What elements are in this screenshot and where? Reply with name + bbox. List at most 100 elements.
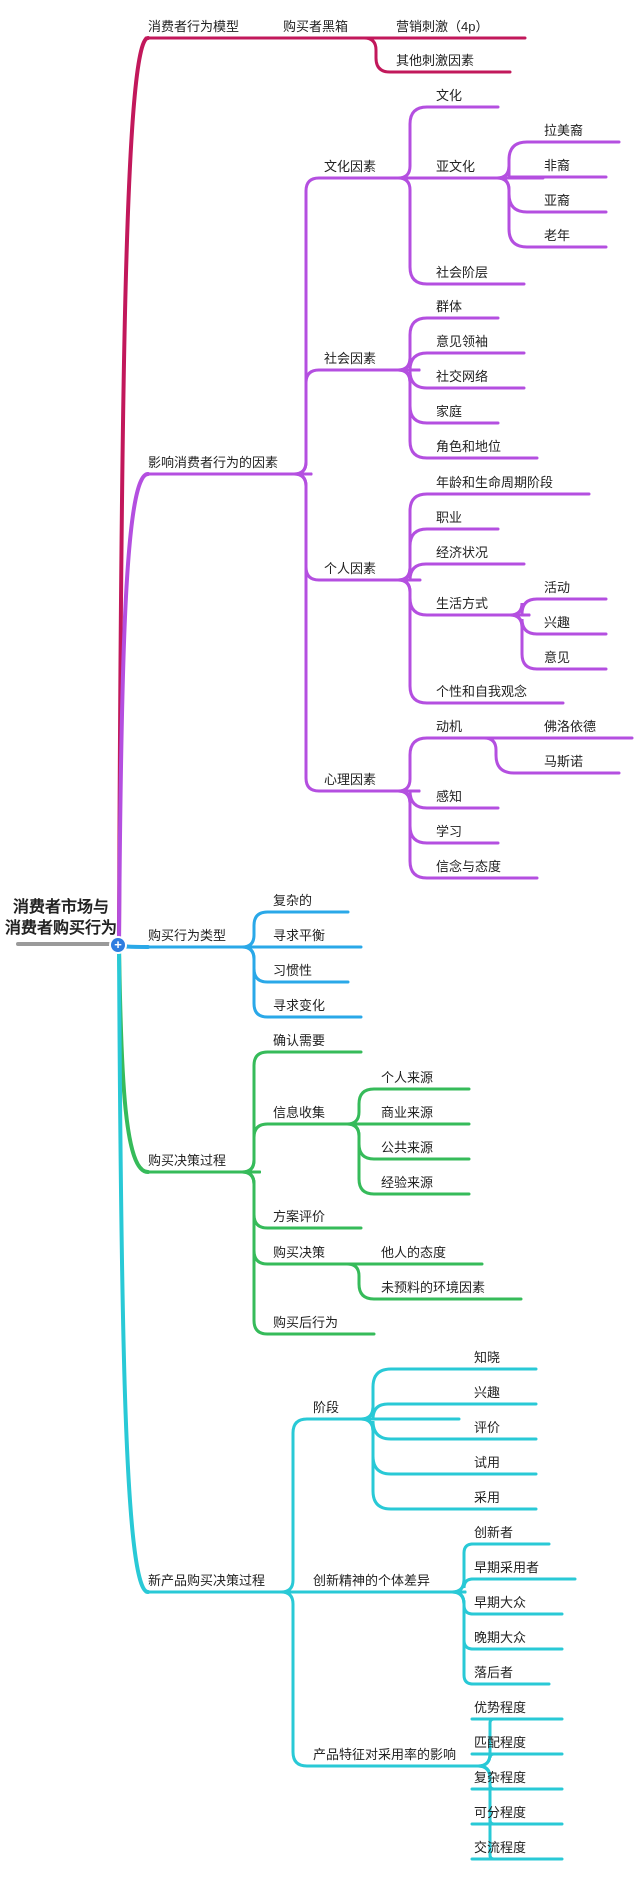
branch-label[interactable]: 影响消费者行为的因素 (148, 455, 279, 470)
node-label[interactable]: 早期采用者 (474, 1560, 540, 1575)
node-label[interactable]: 创新者 (474, 1525, 514, 1540)
connector-line (448, 1590, 476, 1651)
node-label[interactable]: 匹配程度 (474, 1735, 527, 1750)
node-label[interactable]: 动机 (436, 719, 463, 734)
connector-line (343, 1122, 383, 1196)
node-label[interactable]: 寻求平衡 (273, 928, 326, 943)
node-label[interactable]: 信念与态度 (436, 859, 502, 874)
node-label[interactable]: 拉美裔 (544, 123, 584, 138)
node-label[interactable]: 亚裔 (544, 193, 571, 208)
plus-circle-icon[interactable]: + (111, 938, 125, 952)
connector-line (506, 613, 546, 671)
connector-line (238, 1170, 275, 1336)
node-label[interactable]: 生活方式 (436, 596, 489, 611)
node-label[interactable]: 信息收集 (273, 1105, 326, 1120)
node-label[interactable]: 公共来源 (381, 1140, 434, 1155)
node-label[interactable]: 商业来源 (381, 1105, 434, 1120)
node-label[interactable]: 群体 (436, 299, 463, 314)
node-label[interactable]: 个人因素 (324, 561, 377, 576)
root-connector (117, 472, 150, 947)
node-label[interactable]: 其他刺激因素 (396, 53, 475, 68)
node-label[interactable]: 兴趣 (474, 1385, 501, 1400)
branch-label[interactable]: 购买决策过程 (148, 1153, 227, 1168)
connector-line (493, 176, 546, 214)
node-label[interactable]: 社交网络 (436, 369, 489, 384)
node-label[interactable]: 社会阶层 (436, 265, 489, 280)
node-label[interactable]: 早期大众 (474, 1595, 527, 1610)
node-label[interactable]: 职业 (436, 510, 463, 525)
node-label[interactable]: 购买者黑箱 (283, 19, 349, 34)
node-label[interactable]: 个人来源 (381, 1070, 434, 1085)
connector-line (493, 165, 546, 180)
connector-line (238, 910, 275, 949)
root-node[interactable]: 消费者市场与 消费者购买行为 (2, 897, 120, 939)
node-label[interactable]: 采用 (474, 1490, 501, 1505)
connector-line (360, 36, 398, 74)
node-label[interactable]: 评价 (474, 1420, 501, 1435)
node-label[interactable]: 兴趣 (544, 615, 571, 630)
node-label[interactable]: 经济状况 (436, 545, 489, 560)
node-label[interactable]: 文化 (436, 88, 463, 103)
node-label[interactable]: 感知 (436, 789, 463, 804)
node-label[interactable]: 角色和地位 (436, 439, 502, 454)
branch-label[interactable]: 新产品购买决策过程 (148, 1573, 266, 1588)
node-label[interactable]: 学习 (436, 824, 463, 839)
node-label[interactable]: 交流程度 (474, 1840, 527, 1855)
connector-line (394, 789, 438, 810)
node-label[interactable]: 未预料的环境因素 (381, 1280, 486, 1295)
connector-line (448, 1590, 476, 1686)
node-label[interactable]: 寻求变化 (273, 998, 326, 1013)
connector-line (343, 1122, 383, 1161)
node-label[interactable]: 试用 (474, 1455, 501, 1470)
node-label[interactable]: 意见领袖 (436, 334, 489, 349)
node-label[interactable]: 晚期大众 (474, 1630, 527, 1645)
node-label[interactable]: 社会因素 (324, 351, 377, 366)
connector-line (357, 1417, 476, 1511)
node-label[interactable]: 非裔 (544, 158, 571, 173)
node-label[interactable]: 他人的态度 (381, 1245, 447, 1260)
node-label[interactable]: 知晓 (474, 1350, 501, 1365)
node-label[interactable]: 营销刺激（4p） (396, 19, 489, 34)
root-title-line2: 消费者购买行为 (4, 920, 117, 937)
node-label[interactable]: 可分程度 (474, 1805, 527, 1820)
node-label[interactable]: 佛洛依德 (544, 719, 597, 734)
node-label[interactable]: 经验来源 (381, 1175, 434, 1190)
node-label[interactable]: 落后者 (474, 1665, 514, 1680)
node-label[interactable]: 意见 (544, 650, 571, 665)
connector-line (394, 789, 438, 880)
node-label[interactable]: 优势程度 (474, 1700, 527, 1715)
node-label[interactable]: 马斯诺 (544, 754, 584, 769)
node-label[interactable]: 购买后行为 (273, 1315, 339, 1330)
node-label[interactable]: 亚文化 (436, 159, 476, 174)
branch-label[interactable]: 购买行为类型 (148, 928, 227, 943)
node-label[interactable]: 老年 (544, 228, 571, 243)
connector-line (290, 472, 326, 582)
node-label[interactable]: 确认需要 (273, 1033, 326, 1048)
node-label[interactable]: 活动 (544, 580, 571, 595)
connector-line (277, 1590, 315, 1768)
node-label[interactable]: 创新精神的个体差异 (313, 1573, 431, 1588)
branch-label[interactable]: 消费者行为模型 (148, 19, 240, 34)
node-label[interactable]: 购买决策 (273, 1245, 326, 1260)
node-label[interactable]: 个性和自我观念 (436, 684, 528, 699)
connector-line (357, 1417, 476, 1441)
connector-line (357, 1417, 476, 1476)
node-label[interactable]: 年龄和生命周期阶段 (436, 475, 554, 490)
connector-line (394, 736, 438, 793)
node-label[interactable]: 阶段 (313, 1400, 340, 1415)
connector-line (238, 1050, 275, 1174)
node-label[interactable]: 习惯性 (273, 963, 313, 978)
node-label[interactable]: 复杂程度 (474, 1770, 527, 1785)
node-label[interactable]: 心理因素 (324, 772, 377, 787)
node-label[interactable]: 家庭 (436, 404, 463, 419)
node-label[interactable]: 方案评价 (273, 1209, 326, 1224)
node-label[interactable]: 复杂的 (273, 893, 313, 908)
connector-line (394, 368, 438, 390)
connector-line (238, 1170, 275, 1266)
node-label[interactable]: 文化因素 (324, 159, 377, 174)
root-connector (117, 943, 150, 1174)
root-connector (117, 943, 150, 1594)
node-label[interactable]: 产品特征对采用率的影响 (313, 1747, 457, 1762)
